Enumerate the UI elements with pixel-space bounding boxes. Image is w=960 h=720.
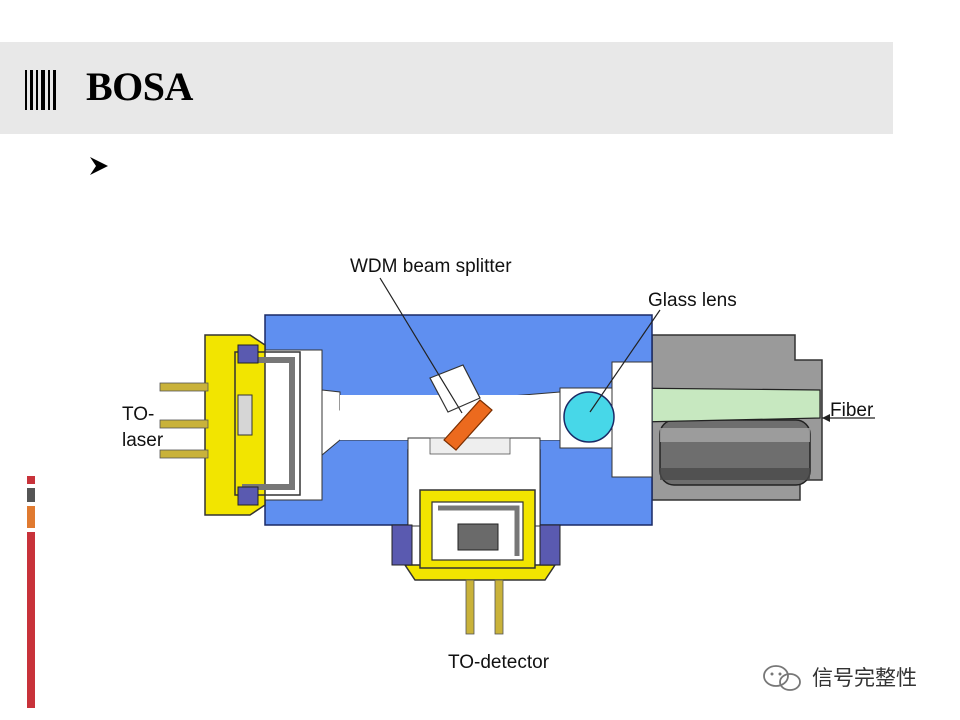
label-to-laser-line1: TO- — [122, 404, 154, 425]
arrowhead-bullet-icon — [90, 157, 108, 175]
wechat-logo-icon — [763, 665, 801, 691]
watermark-text: 信号完整性 — [812, 666, 917, 690]
label-fiber: Fiber — [830, 400, 874, 421]
barcode-icon — [25, 70, 56, 110]
lens-leader — [589, 309, 661, 413]
splitter-holder — [429, 364, 481, 413]
splitter-leader — [379, 277, 463, 414]
side-accent-bars — [27, 476, 35, 708]
wdm-beam-splitter — [443, 399, 493, 451]
title-band — [0, 42, 893, 134]
glass-lens — [563, 391, 615, 443]
label-wdm-beam-splitter: WDM beam splitter — [350, 256, 512, 277]
label-glass-lens: Glass lens — [648, 290, 737, 311]
label-to-detector: TO-detector — [448, 652, 550, 673]
slide-title: BOSA — [86, 64, 193, 109]
label-to-laser-line2: laser — [122, 430, 164, 451]
